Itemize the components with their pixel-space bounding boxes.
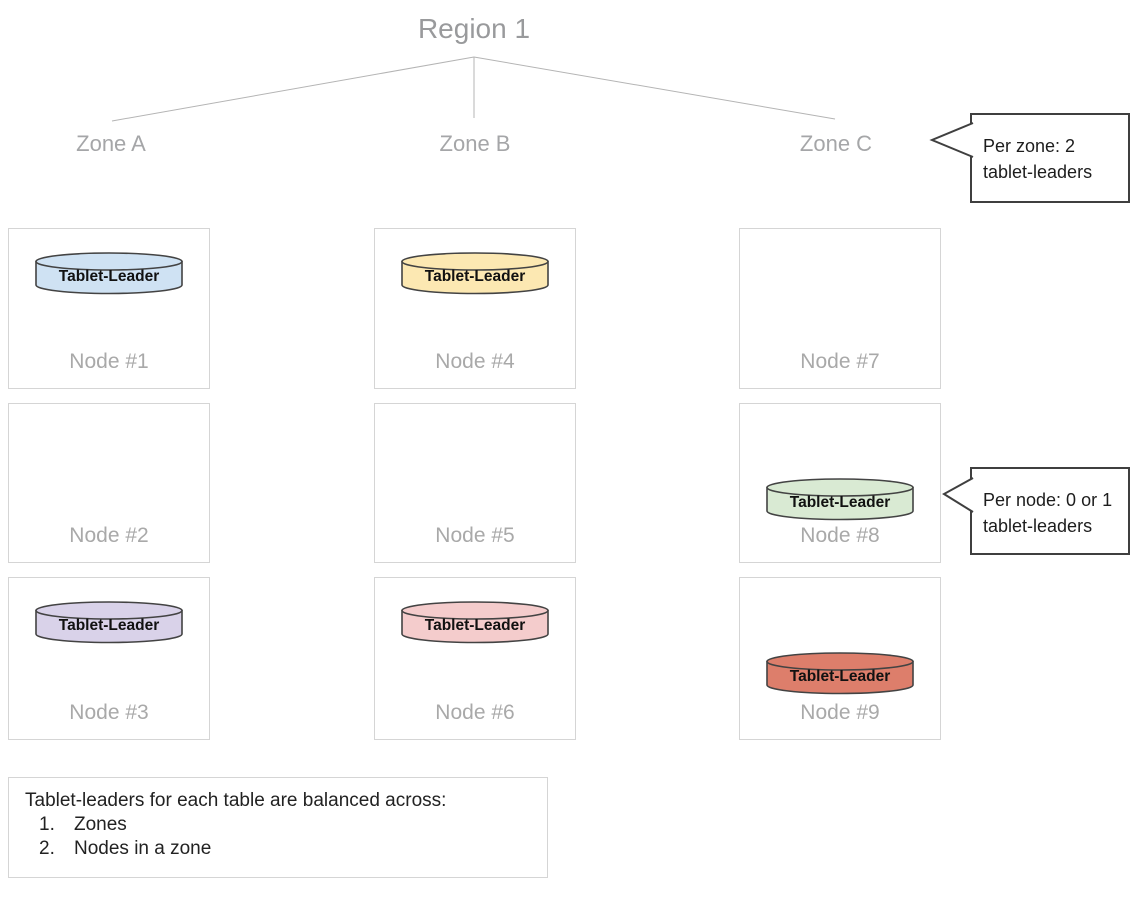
zone-label-c: Zone C <box>799 131 873 156</box>
note-item-text: Zones <box>74 814 127 835</box>
zone-label-b: Zone B <box>439 131 511 156</box>
node-label: Node #1 <box>69 350 149 373</box>
note-item-number: 2. <box>39 838 55 859</box>
tablet-leader-label: Tablet-Leader <box>790 494 891 511</box>
node-label: Node #7 <box>800 350 880 373</box>
tablet-leader-label: Tablet-Leader <box>59 268 160 285</box>
tablet-leader-label: Tablet-Leader <box>425 268 526 285</box>
callout-pointer-icon <box>929 122 974 158</box>
tablet-leader-cylinder-icon: Tablet-Leader <box>35 601 183 644</box>
tablet-leader-cylinder-icon: Tablet-Leader <box>766 478 914 521</box>
note-item: 2. Nodes in a zone <box>25 837 533 861</box>
callout-per-node-text: Per node: 0 or 1 tablet-leaders <box>983 490 1113 536</box>
note-item: 1. Zones <box>25 813 533 837</box>
callout-pointer-icon <box>942 477 974 513</box>
note-item-number: 1. <box>39 814 55 835</box>
node-label: Node #3 <box>69 701 149 724</box>
balance-note-box: Tablet-leaders for each table are balanc… <box>8 777 548 878</box>
node-box: Node #2 <box>8 403 210 563</box>
node-label: Node #8 <box>800 524 880 547</box>
node-box: Node #7 <box>739 228 941 389</box>
node-label: Node #9 <box>800 701 880 724</box>
callout-per-zone-text: Per zone: 2 tablet-leaders <box>983 136 1093 182</box>
callout-per-zone: Per zone: 2 tablet-leaders <box>929 113 1130 203</box>
tablet-leader-cylinder-icon: Tablet-Leader <box>766 652 914 695</box>
callout-per-node: Per node: 0 or 1 tablet-leaders <box>942 467 1130 555</box>
note-item-text: Nodes in a zone <box>74 838 212 859</box>
zone-label-a: Zone A <box>76 131 146 156</box>
node-label: Node #6 <box>435 701 515 724</box>
tablet-leader-cylinder-icon: Tablet-Leader <box>401 252 549 295</box>
node-label: Node #5 <box>435 524 515 547</box>
tablet-leader-label: Tablet-Leader <box>59 617 160 634</box>
node-label: Node #4 <box>435 350 515 373</box>
tablet-leader-cylinder-icon: Tablet-Leader <box>401 601 549 644</box>
region-title: Region 1 <box>417 13 531 44</box>
node-box: Node #5 <box>374 403 576 563</box>
tablet-leader-label: Tablet-Leader <box>425 617 526 634</box>
note-intro: Tablet-leaders for each table are balanc… <box>25 790 447 811</box>
tablet-leader-cylinder-icon: Tablet-Leader <box>35 252 183 295</box>
tablet-leader-label: Tablet-Leader <box>790 668 891 685</box>
node-label: Node #2 <box>69 524 149 547</box>
